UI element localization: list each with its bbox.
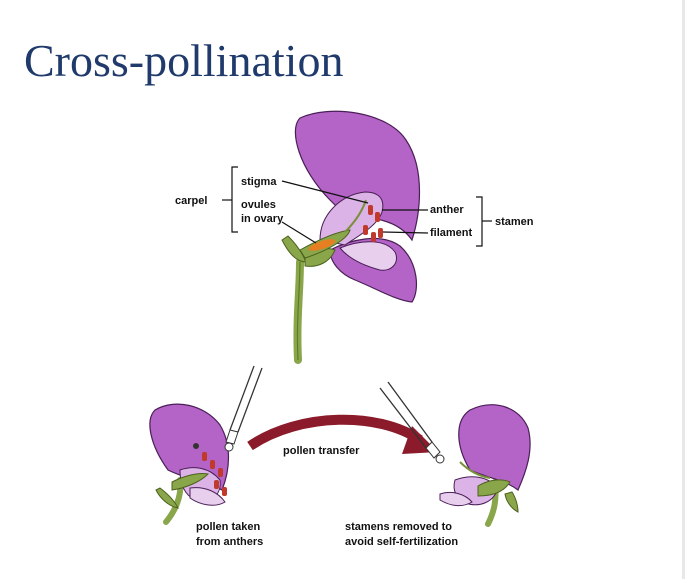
page-title: Cross-pollination — [24, 35, 344, 86]
label-stamen: stamen — [495, 216, 534, 228]
right-pipette-illustration — [379, 381, 445, 464]
label-ovules-line2: in ovary — [241, 213, 284, 225]
caption-right-line2: avoid self-fertilization — [345, 536, 458, 548]
label-leader-lines — [222, 166, 492, 247]
label-stigma: stigma — [241, 176, 277, 188]
label-carpel: carpel — [175, 195, 207, 207]
label-pollen-transfer: pollen transfer — [283, 445, 360, 457]
caption-left-line2: from anthers — [196, 536, 263, 548]
left-pipette-illustration — [224, 365, 263, 452]
caption-left-line1: pollen taken — [196, 521, 260, 533]
label-anther: anther — [430, 204, 464, 216]
top-flower-illustration — [281, 110, 421, 364]
label-filament: filament — [430, 227, 473, 239]
caption-right-line1: stamens removed to — [345, 521, 452, 533]
slide-edge-divider — [682, 0, 685, 579]
label-ovules-line1: ovules — [241, 199, 276, 211]
right-flower-illustration — [439, 404, 531, 527]
left-flower-illustration — [149, 403, 230, 525]
